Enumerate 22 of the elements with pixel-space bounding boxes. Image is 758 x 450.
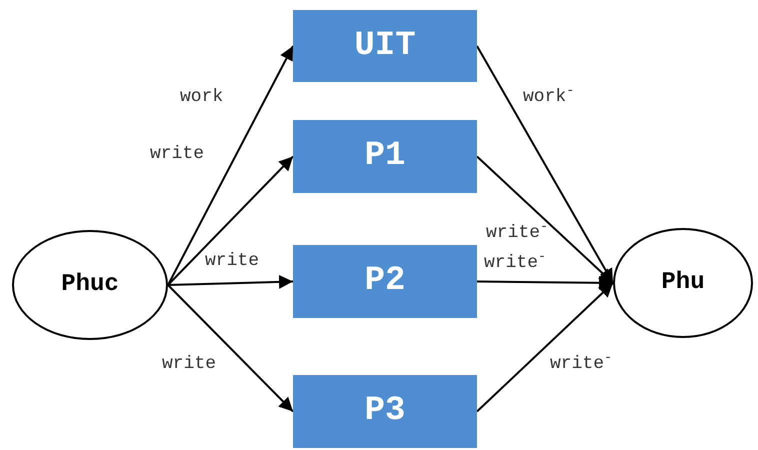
- arrow: [168, 274, 294, 289]
- process-box: P3: [293, 375, 477, 448]
- arrow: [167, 46, 294, 286]
- arrow: [167, 284, 294, 412]
- process-box: UIT: [293, 10, 477, 82]
- edge-label: write: [205, 252, 260, 270]
- process-box: P1: [293, 120, 477, 193]
- ellipse-node: Phuc: [12, 230, 168, 340]
- ellipse-node: Phu: [613, 228, 753, 338]
- arrow: [476, 282, 614, 412]
- arrow: [476, 276, 614, 290]
- arrow: [167, 156, 294, 286]
- edge-label: write$^{-}$: [550, 355, 612, 373]
- edge-label: write: [162, 355, 216, 373]
- arrow: [476, 156, 614, 284]
- edge-label: write$^{-}$: [486, 224, 548, 242]
- edge-label: write: [150, 145, 204, 163]
- edge-label: work$^{-}$: [523, 88, 574, 106]
- edge-label: write$^{-}$: [484, 254, 546, 272]
- process-box: P2: [293, 245, 477, 318]
- edge-label: work: [180, 88, 224, 106]
- arrow: [476, 46, 614, 284]
